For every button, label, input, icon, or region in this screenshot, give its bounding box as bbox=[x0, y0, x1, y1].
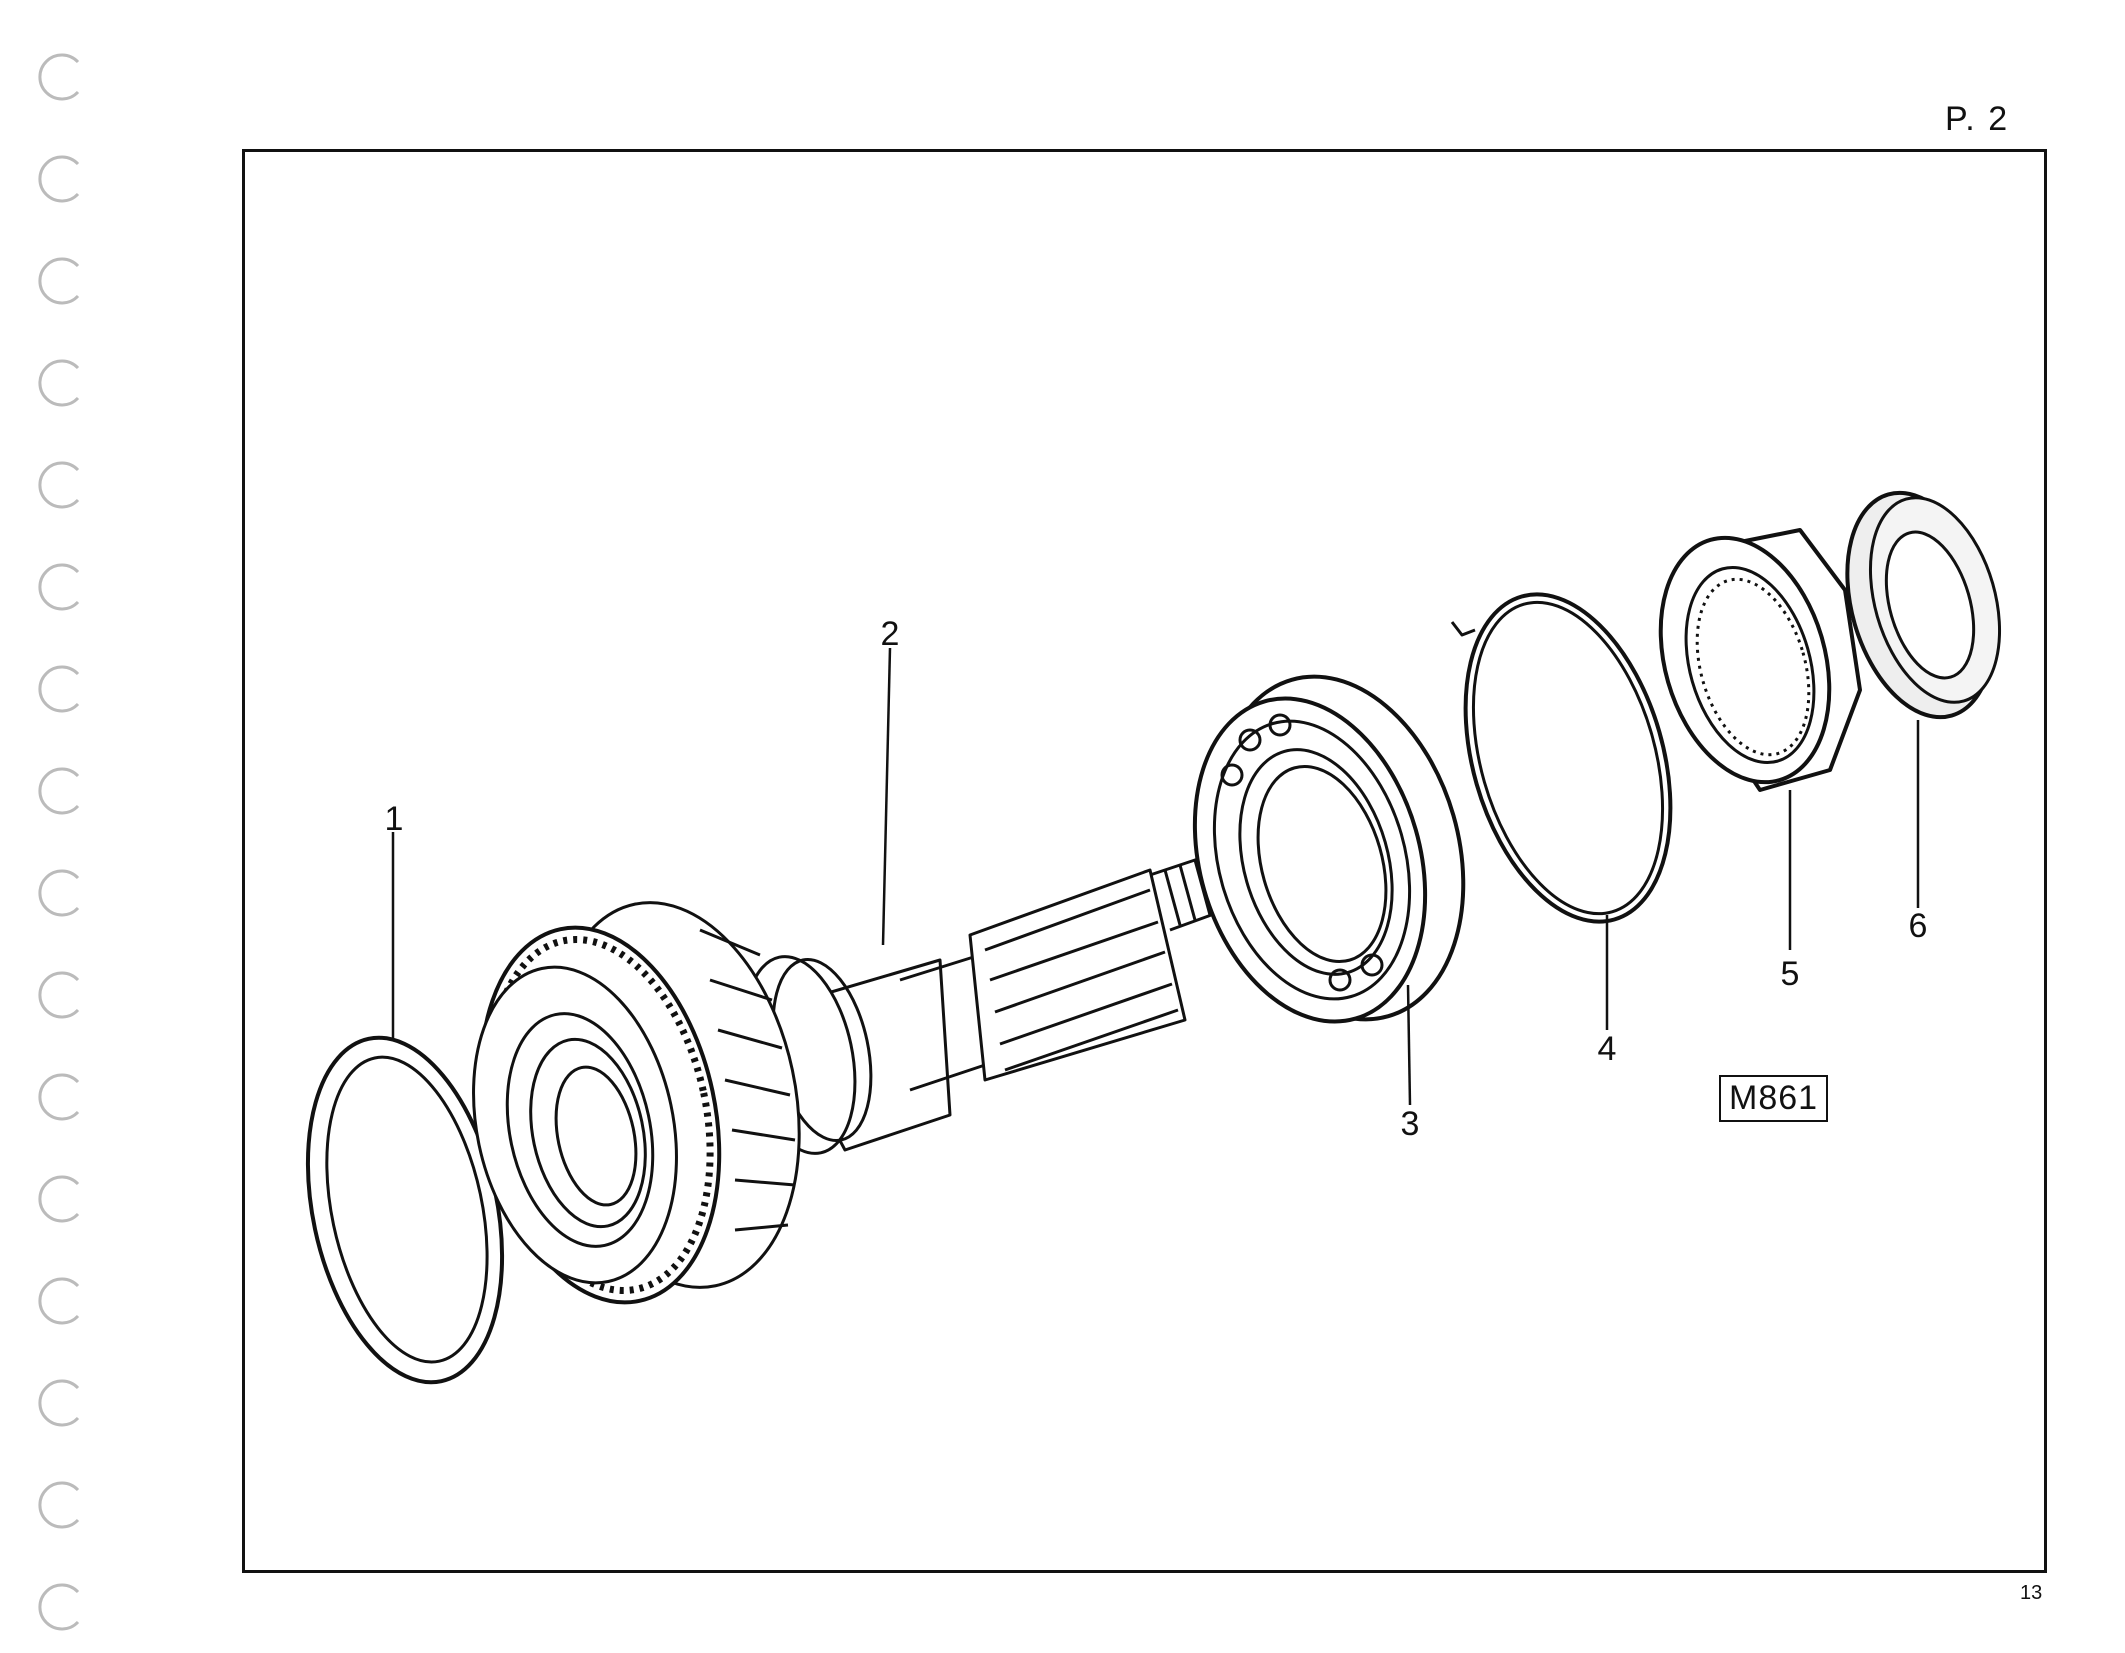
page-reference: P. 2 bbox=[1945, 100, 2010, 138]
callout-2: 2 bbox=[880, 615, 900, 653]
callout-5: 5 bbox=[1780, 955, 1800, 993]
drawing-frame bbox=[242, 149, 2047, 1573]
part-2-gear-shaft bbox=[472, 853, 1227, 1305]
callout-4: 4 bbox=[1597, 1030, 1617, 1068]
page-number: 13 bbox=[2020, 1582, 2043, 1604]
part-3-ball-bearing bbox=[1192, 674, 1466, 1024]
binder-punch-holes bbox=[38, 53, 80, 1631]
part-4-circlip bbox=[1450, 592, 1673, 924]
callout-1: 1 bbox=[384, 800, 404, 838]
leader-lines bbox=[391, 647, 1920, 1106]
part-5-nut bbox=[1658, 528, 1862, 792]
part-6-seal-washer bbox=[1845, 490, 2002, 720]
figure-code-box: M861 bbox=[1719, 1075, 1829, 1122]
callout-6: 6 bbox=[1908, 907, 1928, 945]
callout-3: 3 bbox=[1400, 1105, 1420, 1143]
